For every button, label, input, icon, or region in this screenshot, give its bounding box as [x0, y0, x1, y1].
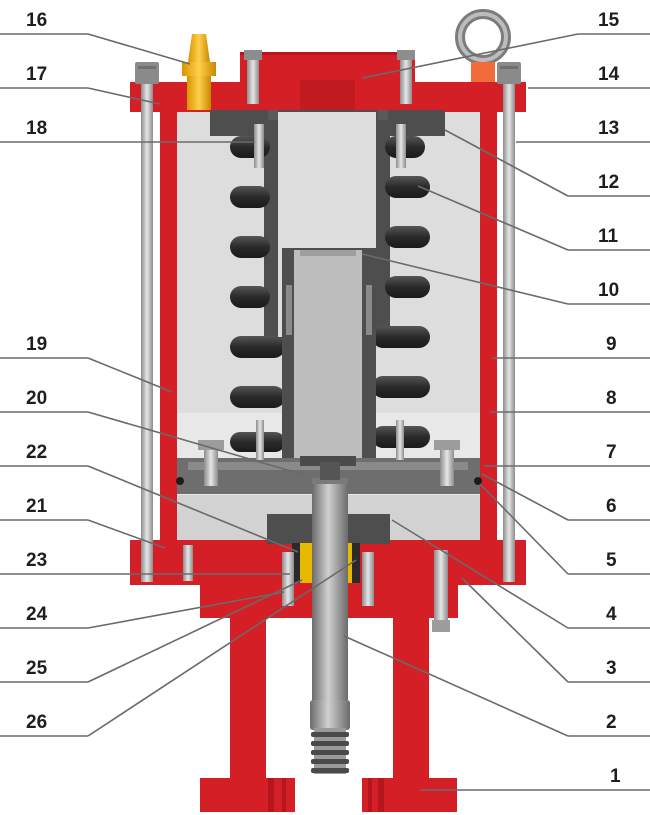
label-3: 3	[606, 658, 617, 679]
callout-7: 7	[484, 442, 650, 467]
label-10: 10	[598, 280, 619, 301]
label-20: 20	[26, 388, 47, 409]
label-4: 4	[606, 604, 617, 625]
callouts: 15 14 13 12 11 10 9	[0, 10, 650, 791]
top-hub	[240, 52, 415, 84]
callout-1: 1	[420, 766, 650, 791]
callout-26: 26	[0, 559, 357, 737]
callout-16: 16	[0, 10, 191, 65]
label-8: 8	[606, 388, 617, 409]
label-19: 19	[26, 334, 47, 355]
label-13: 13	[598, 118, 619, 139]
cover-screws	[244, 50, 415, 104]
lifting-eye	[455, 9, 511, 82]
label-25: 25	[26, 658, 48, 679]
label-23: 23	[26, 550, 47, 571]
label-15: 15	[598, 10, 620, 31]
callout-18: 18	[0, 118, 255, 143]
callout-14: 14	[528, 64, 650, 89]
retainer-screws	[183, 124, 460, 632]
tie-rod-nut-left	[135, 62, 159, 84]
breather-vent	[182, 34, 216, 110]
label-12: 12	[598, 172, 619, 193]
tie-rod-nut-right	[497, 62, 521, 84]
label-21: 21	[26, 496, 48, 517]
label-1: 1	[610, 766, 621, 787]
cylinder-wall-right	[480, 108, 497, 548]
callout-8: 8	[490, 388, 650, 413]
callout-2: 2	[343, 635, 650, 737]
callout-11: 11	[417, 185, 650, 251]
label-5: 5	[606, 550, 617, 571]
callout-5: 5	[479, 483, 650, 575]
label-26: 26	[26, 712, 47, 733]
callout-6: 6	[481, 473, 650, 521]
callout-20: 20	[0, 388, 309, 477]
label-22: 22	[26, 442, 47, 463]
callout-12: 12	[444, 129, 650, 197]
piston-seal-left	[176, 477, 184, 485]
callout-4: 4	[391, 519, 650, 629]
label-16: 16	[26, 10, 47, 31]
label-18: 18	[26, 118, 47, 139]
label-14: 14	[598, 64, 620, 85]
callout-17: 17	[0, 64, 161, 105]
callout-13: 13	[516, 118, 650, 143]
piston-sleeve	[294, 250, 362, 458]
callout-3: 3	[461, 577, 650, 683]
actuator-body	[130, 9, 526, 812]
rod-thread	[311, 728, 349, 774]
callout-24: 24	[0, 591, 285, 629]
callout-15: 15	[361, 10, 650, 79]
piston-rod	[312, 478, 348, 700]
callout-10: 10	[361, 253, 650, 305]
callout-9: 9	[492, 334, 650, 359]
callout-19: 19	[0, 334, 173, 393]
label-9: 9	[606, 334, 617, 355]
label-11: 11	[598, 226, 619, 247]
callout-23: 23	[0, 550, 290, 575]
label-24: 24	[26, 604, 48, 625]
callout-21: 21	[0, 496, 166, 549]
callout-22: 22	[0, 442, 299, 553]
label-17: 17	[26, 64, 47, 85]
callout-25: 25	[0, 579, 303, 683]
label-7: 7	[606, 442, 617, 463]
label-6: 6	[606, 496, 617, 517]
piston-seal-right	[474, 477, 482, 485]
tie-rod-right	[503, 72, 515, 582]
label-2: 2	[606, 712, 617, 733]
cylinder-wall-left	[160, 108, 177, 548]
tie-rod-left	[141, 72, 153, 582]
